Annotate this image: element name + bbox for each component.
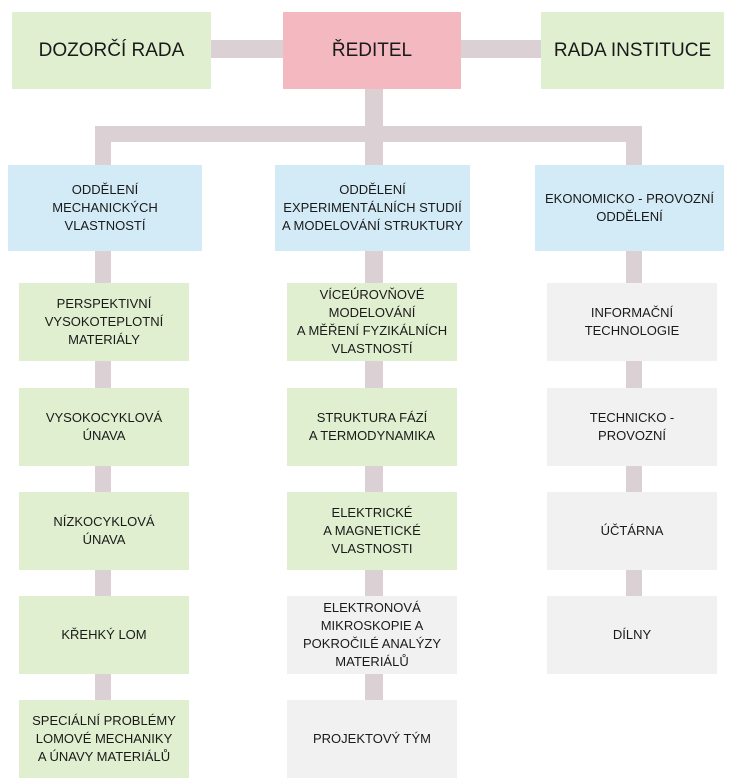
department-label: ODDĚLENÍ EXPERIMENTÁLNÍCH STUDIÍ A MODEL… [281, 182, 464, 233]
department-label: EKONOMICKO - PROVOZNÍ ODDĚLENÍ [544, 191, 714, 224]
connector-dept2-drop [365, 126, 383, 166]
connector-dept3-drop [626, 126, 642, 166]
unit-label: ÚČTÁRNA [600, 523, 664, 538]
department-label: ODDĚLENÍ MECHANICKÝCH VLASTNOSTÍ [52, 182, 158, 233]
connector-director-down [365, 88, 383, 128]
unit-label: INFORMAČNÍ TECHNOLOGIE [584, 305, 680, 338]
institute-board-label: RADA INSTITUCE [553, 39, 712, 61]
supervisory-board-label: DOZORČÍ RADA [38, 39, 185, 61]
department-box-experimental[interactable]: ODDĚLENÍ EXPERIMENTÁLNÍCH STUDIÍ A MODEL… [275, 165, 470, 251]
unit-box[interactable]: DÍLNY [547, 596, 717, 674]
unit-label: NÍZKOCYKLOVÁ ÚNAVA [53, 514, 155, 547]
unit-label: KŘEHKÝ LOM [61, 627, 147, 642]
unit-label: PERSPEKTIVNÍ VYSOKOTEPLOTNÍ MATERIÁLY [44, 296, 164, 347]
director-label: ŘEDITEL [331, 39, 413, 61]
unit-box[interactable]: NÍZKOCYKLOVÁ ÚNAVA [19, 492, 189, 570]
unit-box[interactable]: KŘEHKÝ LOM [19, 596, 189, 674]
unit-label: VYSOKOCYKLOVÁ ÚNAVA [45, 410, 163, 443]
unit-box[interactable]: ELEKTRONOVÁ MIKROSKOPIE A POKROČILÉ ANAL… [287, 596, 457, 674]
unit-label: TECHNICKO - PROVOZNÍ [589, 410, 675, 443]
connector-col2-vertical [365, 250, 383, 705]
unit-label: VÍCEÚROVŇOVÉ MODELOVÁNÍ A MĚŘENÍ FYZIKÁL… [296, 287, 448, 356]
unit-box[interactable]: ÚČTÁRNA [547, 492, 717, 570]
unit-box[interactable]: STRUKTURA FÁZÍ A TERMODYNAMIKA [287, 388, 457, 466]
unit-label: ELEKTRONOVÁ MIKROSKOPIE A POKROČILÉ ANAL… [303, 600, 441, 669]
connector-dept1-drop [95, 126, 111, 166]
unit-box[interactable]: SPECIÁLNÍ PROBLÉMY LOMOVÉ MECHANIKY A ÚN… [19, 700, 189, 778]
institute-board-box[interactable]: RADA INSTITUCE [541, 12, 724, 89]
unit-box[interactable]: INFORMAČNÍ TECHNOLOGIE [547, 283, 717, 361]
supervisory-board-box[interactable]: DOZORČÍ RADA [12, 12, 211, 89]
unit-box[interactable]: PROJEKTOVÝ TÝM [287, 700, 457, 778]
unit-box[interactable]: VÍCEÚROVŇOVÉ MODELOVÁNÍ A MĚŘENÍ FYZIKÁL… [287, 283, 457, 361]
department-box-mechanical[interactable]: ODDĚLENÍ MECHANICKÝCH VLASTNOSTÍ [8, 165, 202, 251]
unit-label: ELEKTRICKÉ A MAGNETICKÉ VLASTNOSTI [323, 505, 421, 556]
unit-label: SPECIÁLNÍ PROBLÉMY LOMOVÉ MECHANIKY A ÚN… [32, 713, 176, 764]
unit-label: DÍLNY [612, 627, 652, 642]
department-box-economic[interactable]: EKONOMICKO - PROVOZNÍ ODDĚLENÍ [535, 165, 724, 251]
director-box[interactable]: ŘEDITEL [283, 12, 461, 89]
unit-label: PROJEKTOVÝ TÝM [313, 731, 431, 746]
unit-box[interactable]: ELEKTRICKÉ A MAGNETICKÉ VLASTNOSTI [287, 492, 457, 570]
unit-box[interactable]: TECHNICKO - PROVOZNÍ [547, 388, 717, 466]
unit-box[interactable]: PERSPEKTIVNÍ VYSOKOTEPLOTNÍ MATERIÁLY [19, 283, 189, 361]
unit-box[interactable]: VYSOKOCYKLOVÁ ÚNAVA [19, 388, 189, 466]
unit-label: STRUKTURA FÁZÍ A TERMODYNAMIKA [308, 410, 436, 443]
connector-col1-vertical [95, 250, 111, 705]
